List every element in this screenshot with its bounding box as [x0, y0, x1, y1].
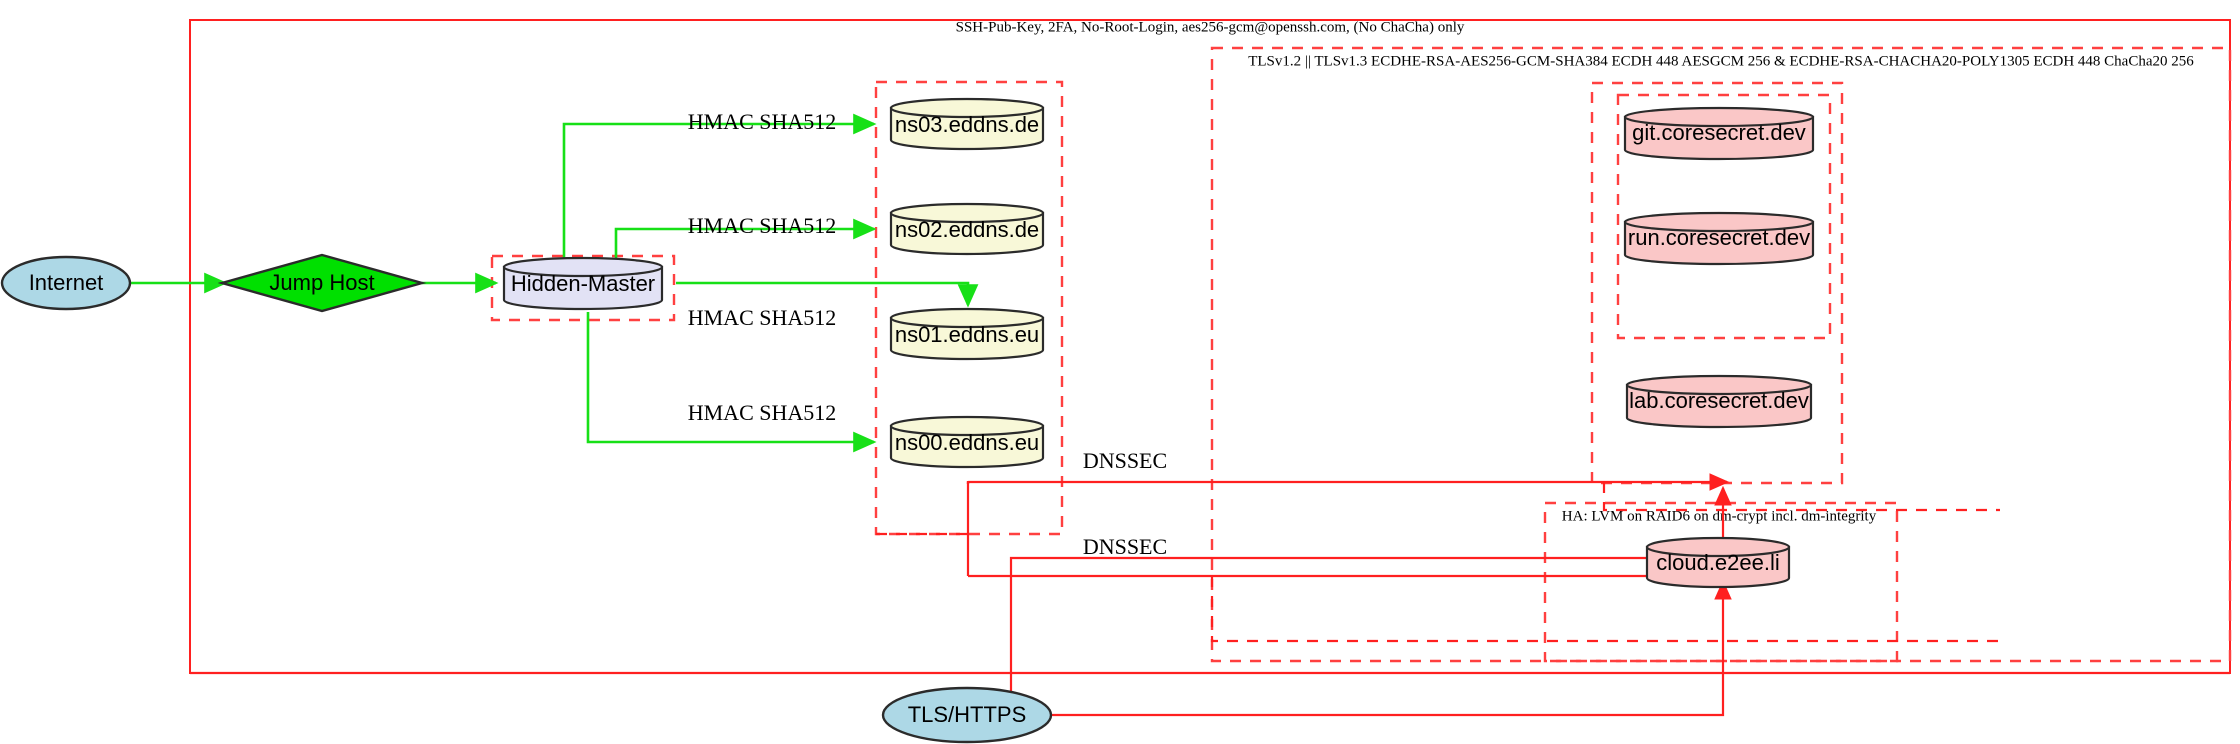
cluster-ha [1543, 501, 1899, 663]
edge-label-hmac-ns00: HMAC SHA512 [688, 400, 837, 425]
edge-label-dnssec-lower: DNSSEC [1083, 534, 1167, 559]
ns01-cylinder-shape [889, 316, 1045, 361]
edge-ha-dashed-lower [1210, 576, 2000, 643]
node-lab-coresecret[interactable]: lab.coresecret.dev [1625, 374, 1813, 429]
tls-https-ellipse-shape [881, 686, 1053, 744]
ns00-cylinder-shape [889, 424, 1045, 469]
git-cylinder-top [1623, 106, 1815, 128]
cluster-tls-outer-label: TLSv1.2 || TLSv1.3 ECDHE-RSA-AES256-GCM-… [1248, 53, 2194, 69]
cloud-cylinder-shape [1645, 545, 1791, 589]
node-lab-coresecret-label: lab.coresecret.dev [1629, 388, 1809, 413]
node-hidden-master-label: Hidden-Master [511, 271, 655, 296]
ns01-cylinder-top [889, 307, 1045, 329]
node-git-coresecret-label: git.coresecret.dev [1632, 120, 1806, 145]
node-tls-https[interactable]: TLS/HTTPS [881, 686, 1053, 744]
node-internet-label: Internet [29, 270, 104, 295]
node-ns01-label: ns01.eddns.eu [895, 322, 1039, 347]
node-ns02[interactable]: ns02.eddns.de [889, 202, 1045, 256]
edge-hiddenmaster-to-ns03 [562, 113, 877, 260]
edge-hiddenmaster-to-ns00 [586, 312, 877, 453]
node-ns03-label: ns03.eddns.de [895, 112, 1039, 137]
node-git-coresecret[interactable]: git.coresecret.dev [1623, 106, 1815, 161]
node-cloud-e2ee-label: cloud.e2ee.li [1656, 550, 1780, 575]
git-cylinder-shape [1623, 115, 1815, 161]
node-ns03[interactable]: ns03.eddns.de [889, 97, 1045, 151]
ns00-cylinder-top [889, 415, 1045, 437]
edge-hiddenmaster-to-ns01 [676, 281, 979, 308]
node-internet[interactable]: Internet [0, 255, 132, 311]
node-run-coresecret[interactable]: run.coresecret.dev [1623, 211, 1815, 266]
node-run-coresecret-label: run.coresecret.dev [1628, 225, 1810, 250]
edge-hiddenmaster-to-ns02 [614, 218, 877, 260]
jump-host-diamond-shape [217, 253, 427, 313]
edge-label-hmac-ns03: HMAC SHA512 [688, 109, 837, 134]
cluster-coresecret-outer [1590, 81, 1844, 485]
edge-label-hmac-ns02: HMAC SHA512 [688, 213, 837, 238]
lab-cylinder-top [1625, 374, 1813, 396]
lab-cylinder-shape [1625, 383, 1813, 429]
edge-label-hmac-ns01: HMAC SHA512 [688, 305, 837, 330]
cluster-ssh-outer-label: SSH-Pub-Key, 2FA, No-Root-Login, aes256-… [956, 19, 1465, 35]
edge-tlshttps-upper [1009, 485, 1732, 715]
ns03-cylinder-shape [889, 106, 1045, 151]
edge-coresecret-dashed-upper [1602, 482, 2000, 512]
node-hidden-master[interactable]: Hidden-Master [502, 256, 664, 311]
ns03-cylinder-top [889, 97, 1045, 119]
run-cylinder-top [1623, 211, 1815, 233]
cluster-coresecret-inner [1616, 93, 1832, 340]
cluster-ha-label: HA: LVM on RAID6 on dm-crypt incl. dm-in… [1562, 508, 1877, 524]
internet-ellipse-shape [0, 255, 132, 311]
run-cylinder-shape [1623, 220, 1815, 266]
edge-label-dnssec-upper: DNSSEC [1083, 448, 1167, 473]
node-jump-host-label: Jump Host [269, 270, 374, 295]
node-tls-https-label: TLS/HTTPS [908, 702, 1027, 727]
hidden-master-cylinder-top [502, 256, 664, 278]
node-ns01[interactable]: ns01.eddns.eu [889, 307, 1045, 361]
ns02-cylinder-top [889, 202, 1045, 224]
node-jump-host[interactable]: Jump Host [217, 253, 427, 313]
ns02-cylinder-shape [889, 211, 1045, 256]
node-ns02-label: ns02.eddns.de [895, 217, 1039, 242]
hidden-master-cylinder-shape [502, 265, 664, 311]
node-ns00-label: ns00.eddns.eu [895, 430, 1039, 455]
node-cloud-e2ee[interactable]: cloud.e2ee.li [1645, 536, 1791, 589]
cloud-cylinder-top [1645, 536, 1791, 558]
edge-dnssec-upper-main [966, 473, 1730, 491]
edge-tlshttps-lower [1049, 579, 1732, 717]
node-ns00[interactable]: ns00.eddns.eu [889, 415, 1045, 469]
